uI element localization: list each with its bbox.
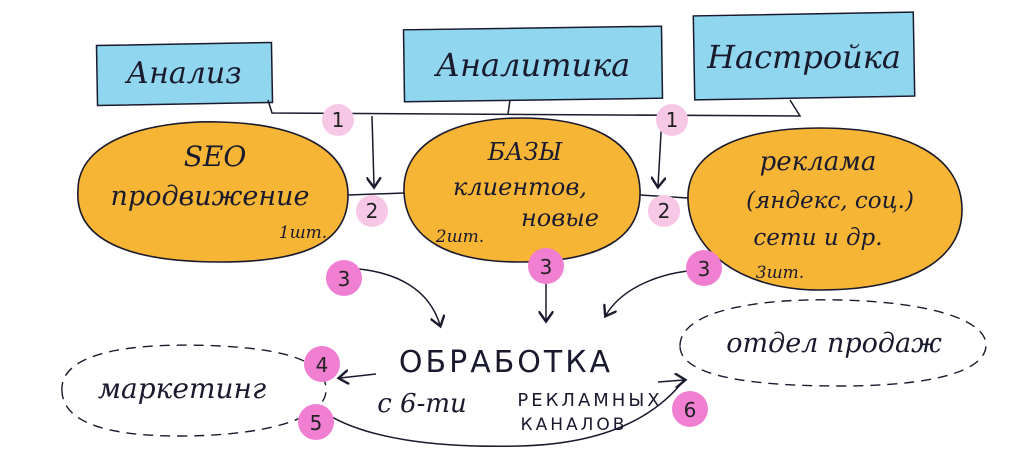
- ads-line3: сети и др.: [753, 225, 882, 251]
- badge-2-right: 2: [658, 199, 671, 223]
- badge-2-left-circle: [356, 195, 388, 227]
- sales-label: отдел продаж: [726, 328, 942, 359]
- seo-line1: SEO: [184, 140, 247, 173]
- analytics-box: [402, 25, 664, 103]
- seo-blob: [77, 121, 349, 263]
- ads-line1: реклама: [760, 147, 877, 177]
- badge-2-left: 2: [366, 199, 379, 223]
- setup-label: Настройка: [706, 38, 901, 76]
- ads-line2: (яндекс, соц.): [746, 188, 914, 214]
- badge-1-left-circle: [322, 104, 354, 136]
- analytics-label: Аналитика: [434, 46, 631, 84]
- badge-3-left-circle: [326, 260, 362, 296]
- badge-3-right-circle: [686, 250, 722, 286]
- badge-5-circle: [298, 404, 334, 440]
- arrow-right-to-center: [606, 269, 701, 315]
- base-count: 2шт.: [435, 227, 484, 247]
- marketing-ellipse: [61, 344, 327, 437]
- seo-count: 1шт.: [279, 223, 327, 243]
- base-blob: [403, 117, 641, 263]
- badge-4: 4: [316, 353, 329, 377]
- marketing-label: маркетинг: [98, 372, 266, 405]
- arrow-left-to-center: [344, 267, 440, 325]
- badge-6: 6: [684, 398, 697, 422]
- badge-5: 5: [310, 411, 323, 435]
- base-line3: новые: [521, 204, 599, 232]
- base-line1: БАЗЫ: [487, 138, 563, 166]
- badge-4-circle: [304, 346, 340, 382]
- center-line2a: с 6-ти: [377, 389, 467, 419]
- badge-3-mid: 3: [540, 255, 553, 279]
- center-line3: КАНАЛОВ: [521, 415, 628, 435]
- curve-under-center: [317, 384, 681, 448]
- top-connector-line: [267, 99, 802, 117]
- seo-line2: продвижение: [111, 181, 310, 212]
- ads-blob: [687, 127, 963, 291]
- arrow-center-to-sales: [657, 380, 684, 382]
- badge-1-right-circle: [656, 104, 688, 136]
- center-title: ОБРАБОТКА: [399, 345, 613, 380]
- seo-base-link: [347, 192, 405, 196]
- arrow-center-to-marketing: [340, 374, 377, 378]
- badge-3-left: 3: [338, 267, 351, 291]
- analysis-box: [95, 41, 274, 107]
- badge-6-circle: [672, 391, 708, 427]
- center-line2b: РЕКЛАМНЫХ: [517, 390, 662, 411]
- arrow-to-base-left: [372, 115, 374, 186]
- badge-2-right-circle: [648, 195, 680, 227]
- badge-3-right: 3: [698, 257, 711, 281]
- badge-3-mid-circle: [528, 248, 564, 284]
- arrow-to-base-center: [507, 99, 511, 115]
- analysis-label: Анализ: [124, 56, 241, 91]
- badge-1-left: 1: [332, 108, 345, 132]
- base-line2: клиентов,: [453, 173, 587, 201]
- ads-count: 3шт.: [756, 263, 804, 283]
- badge-1-right: 1: [666, 108, 679, 132]
- setup-box: [692, 11, 916, 101]
